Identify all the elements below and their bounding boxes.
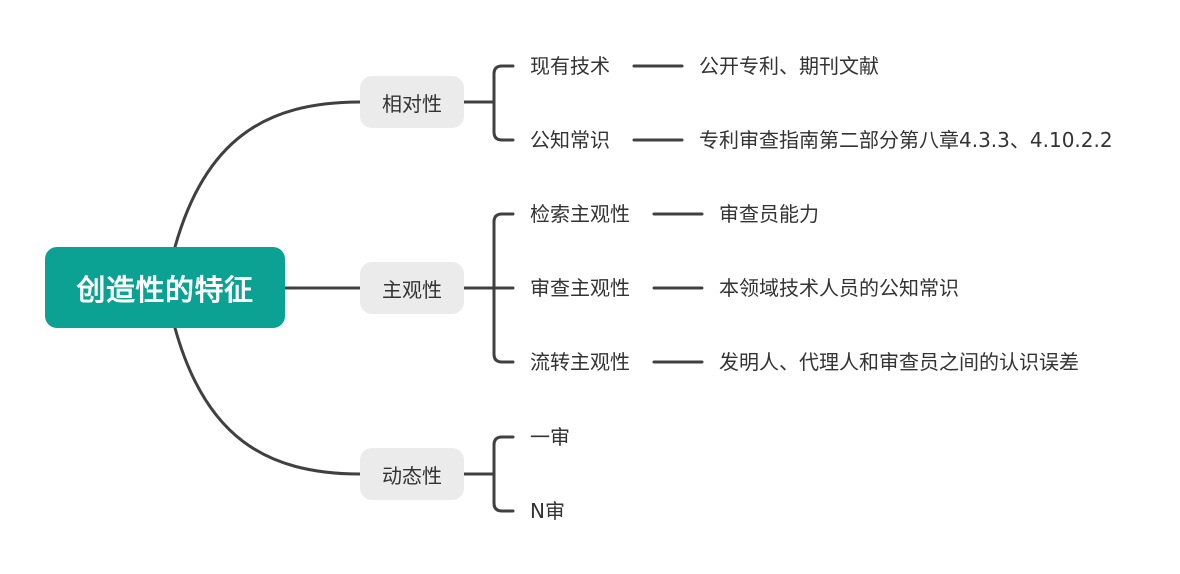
branch-node-dynamism[interactable]: 动态性 bbox=[360, 448, 464, 500]
leaf-node-exam-subjectivity[interactable]: 审查主观性 bbox=[530, 276, 630, 300]
leaf-node-common-knowledge[interactable]: 公知常识 bbox=[530, 128, 610, 152]
branch-node-subjectivity[interactable]: 主观性 bbox=[360, 262, 464, 314]
branch-node-relativity[interactable]: 相对性 bbox=[360, 76, 464, 128]
connector-root-to-dynamism bbox=[173, 326, 362, 476]
connector-root-to-relativity bbox=[173, 100, 362, 249]
connector-relativity-bracket bbox=[492, 64, 515, 142]
leaf-node-search-subjectivity[interactable]: 检索主观性 bbox=[530, 202, 630, 226]
detail-node-exam-subjectivity[interactable]: 本领域技术人员的公知常识 bbox=[719, 276, 959, 300]
detail-node-prior-art[interactable]: 公开专利、期刊文献 bbox=[699, 54, 879, 78]
leaf-node-first-exam[interactable]: 一审 bbox=[530, 425, 570, 449]
leaf-node-flow-subjectivity[interactable]: 流转主观性 bbox=[530, 350, 630, 374]
detail-node-search-subjectivity[interactable]: 审查员能力 bbox=[719, 202, 819, 226]
root-node[interactable]: 创造性的特征 bbox=[45, 247, 285, 328]
leaf-node-prior-art[interactable]: 现有技术 bbox=[530, 54, 610, 78]
leaf-node-n-exam[interactable]: N审 bbox=[530, 499, 565, 523]
connector-dynamism-bracket bbox=[492, 435, 515, 513]
detail-node-common-knowledge[interactable]: 专利审查指南第二部分第八章4.3.3、4.10.2.2 bbox=[699, 128, 1113, 152]
detail-node-flow-subjectivity[interactable]: 发明人、代理人和审查员之间的认识误差 bbox=[719, 350, 1079, 374]
